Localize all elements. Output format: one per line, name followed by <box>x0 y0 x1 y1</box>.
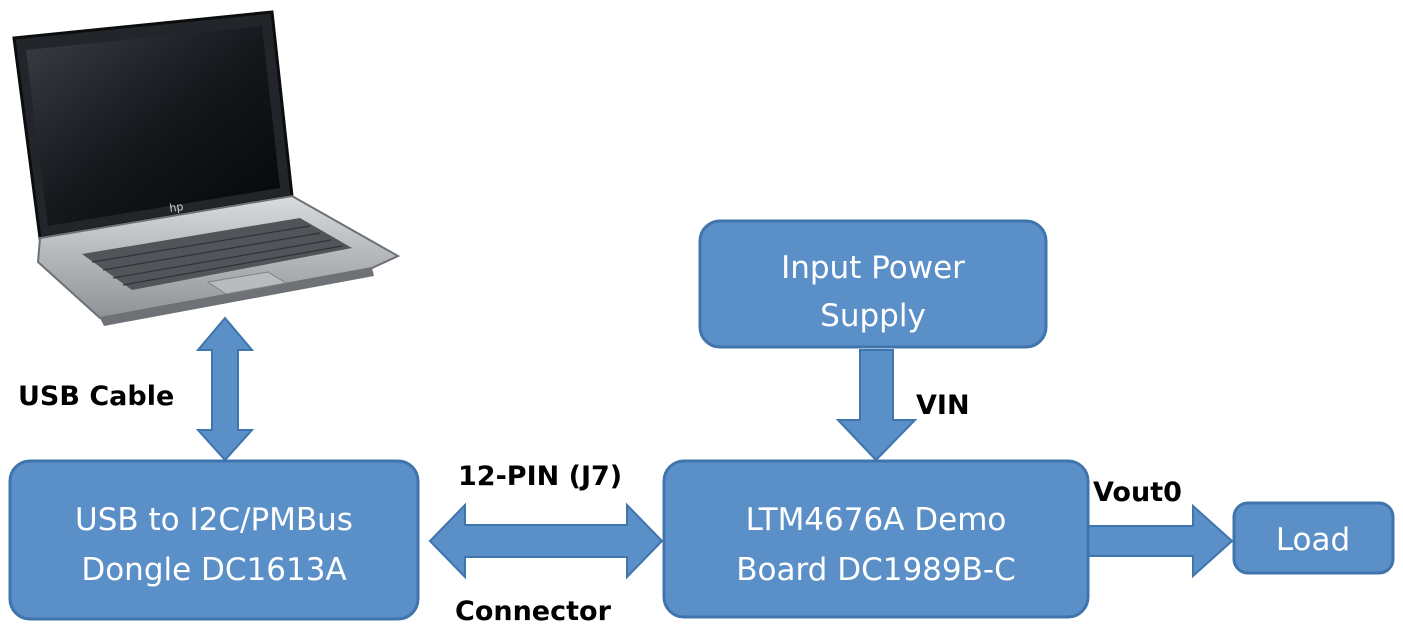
twelve-pin-label: 12-PIN (J7) <box>458 461 622 492</box>
dongle-line1: USB to I2C/PMBus <box>75 502 353 538</box>
dongle-box: USB to I2C/PMBus Dongle DC1613A <box>8 459 420 621</box>
demo-board-box: LTM4676A Demo Board DC1989B-C <box>662 459 1090 619</box>
connector-label: Connector <box>455 596 612 627</box>
vin-arrow <box>835 349 918 462</box>
supply-line2: Supply <box>820 298 926 334</box>
usb-cable-arrow <box>195 316 255 462</box>
supply-box: Input Power Supply <box>698 219 1048 349</box>
laptop-icon: hp <box>12 10 401 326</box>
load-label: Load <box>1276 522 1350 558</box>
dongle-line2: Dongle DC1613A <box>81 552 346 588</box>
laptop-logo: hp <box>169 200 185 215</box>
vout-arrow <box>1087 503 1234 579</box>
usb-cable-label: USB Cable <box>18 381 174 412</box>
vout-label: Vout0 <box>1093 477 1182 508</box>
demo-line1: LTM4676A Demo <box>746 502 1007 538</box>
vin-label: VIN <box>916 390 970 421</box>
twelve-pin-arrow <box>428 502 664 580</box>
load-box: Load <box>1232 501 1395 575</box>
demo-line2: Board DC1989B-C <box>736 552 1015 588</box>
supply-line1: Input Power <box>781 250 965 286</box>
